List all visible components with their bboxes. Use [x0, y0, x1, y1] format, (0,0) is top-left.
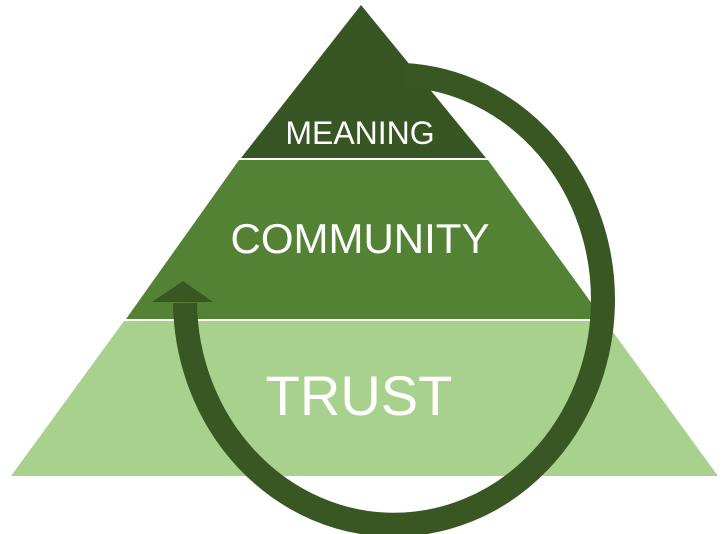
- cycle-arrow-path: [173, 63, 615, 534]
- tier-trust-label: TRUST: [266, 364, 453, 427]
- cycle-arrow-head-icon: [152, 281, 213, 302]
- tier-community-label: COMMUNITY: [231, 215, 490, 262]
- cycle-arrow: [152, 63, 615, 534]
- tier-meaning-shape: [241, 5, 486, 158]
- tier-meaning-label: MEANING: [285, 115, 434, 151]
- tier-community-shape: [126, 160, 603, 319]
